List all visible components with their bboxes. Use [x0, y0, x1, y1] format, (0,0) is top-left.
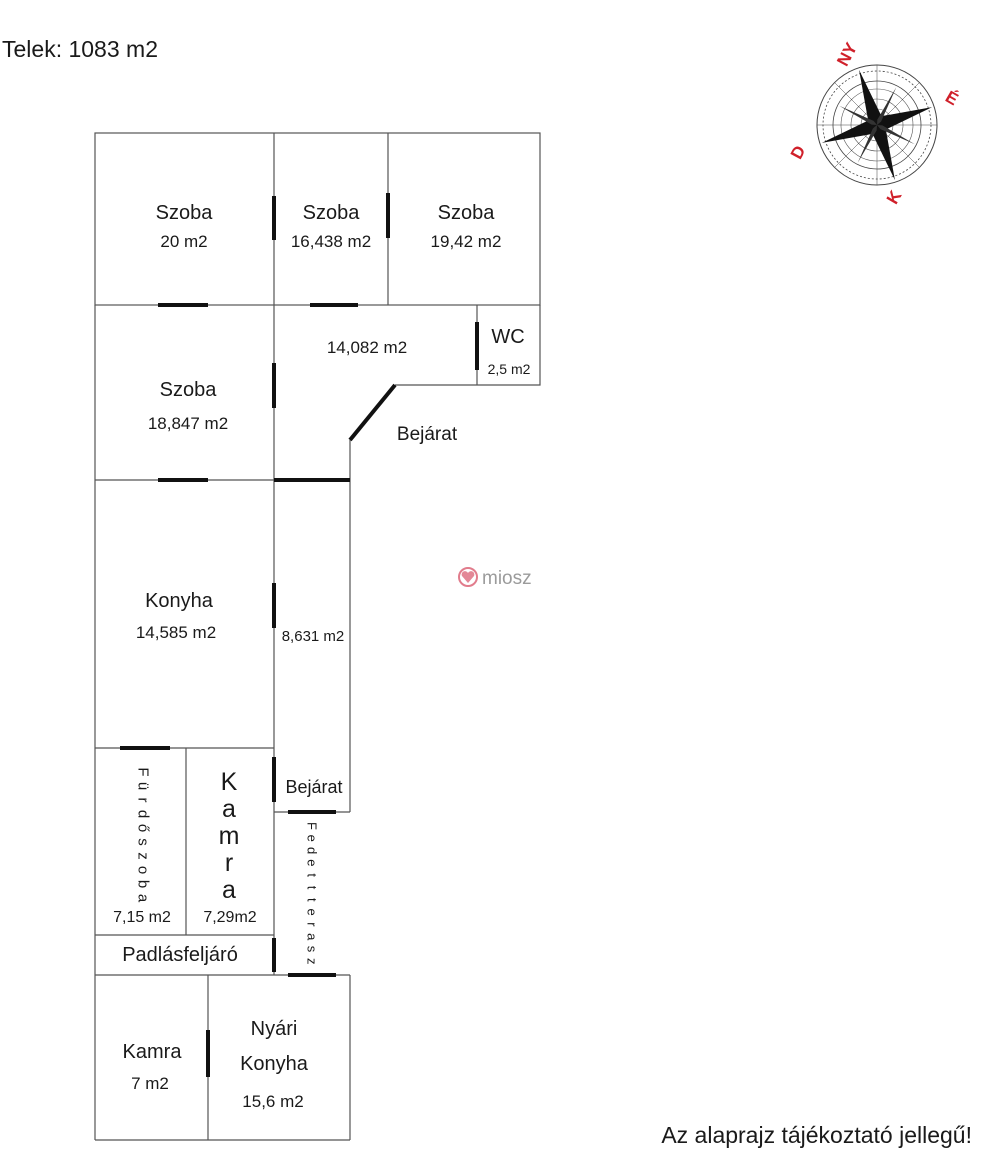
entrance-door	[348, 383, 397, 442]
disclaimer-text: Az alaprajz tájékoztató jellegű!	[661, 1122, 972, 1148]
vertical-label-letter: t	[305, 898, 320, 902]
vertical-label-letter: a	[222, 795, 236, 823]
room-area-furdoszoba: 7,15 m2	[113, 909, 171, 926]
room-name-nyari-2: Konyha	[240, 1053, 309, 1075]
room-area-konyha: 14,585 m2	[136, 623, 216, 642]
room-area-kamra-1: 7,29m2	[203, 909, 256, 926]
room-name-nyari-1: Nyári	[251, 1018, 298, 1040]
vertical-label-letter: ő	[135, 824, 152, 832]
watermark-text: miosz	[482, 568, 532, 589]
vertical-label-letter: a	[135, 894, 152, 903]
compass-label-e: É	[942, 87, 961, 109]
vertical-label-letter: e	[305, 859, 320, 866]
room-area-szoba-2: 16,438 m2	[291, 232, 371, 251]
vertical-label-letter: e	[305, 835, 320, 842]
vertical-label-letter: d	[135, 810, 152, 818]
room-area-szoba-4: 18,847 m2	[148, 414, 228, 433]
compass-label-d: D	[787, 143, 810, 163]
watermark: miosz	[458, 567, 532, 589]
vertical-label-letter: m	[219, 822, 240, 850]
watermark-heart-icon	[461, 571, 475, 583]
room-area-hall: 14,082 m2	[327, 338, 407, 357]
room-area-wc: 2,5 m2	[488, 361, 531, 377]
vertical-label-letter: s	[305, 946, 320, 953]
room-name-padlasfeljaro: Padlásfeljáró	[122, 944, 238, 966]
room-area-kamra-2: 7 m2	[131, 1074, 169, 1093]
vertical-label-letter: F	[135, 767, 152, 776]
room-name-wc: WC	[491, 326, 524, 348]
vertical-label-letter: z	[305, 958, 320, 965]
vertical-label-letter: a	[305, 933, 320, 941]
vertical-label-letter: z	[135, 852, 152, 860]
room-name-konyha: Konyha	[145, 590, 214, 612]
room-name-szoba-1: Szoba	[156, 202, 214, 224]
vertical-label-letter: b	[135, 880, 152, 888]
plot-area-text: Telek: 1083 m2	[2, 36, 158, 62]
room-name-szoba-4: Szoba	[160, 379, 218, 401]
room-area-szoba-3: 19,42 m2	[431, 232, 502, 251]
vertical-label-letter: r	[305, 922, 320, 927]
vertical-label-letter: o	[135, 866, 152, 874]
vertical-label-letter: r	[135, 798, 152, 803]
room-name-szoba-2: Szoba	[303, 202, 361, 224]
vertical-label-letter: s	[135, 838, 152, 846]
compass-label-k: K	[883, 187, 906, 208]
room-area-szoba-1: 20 m2	[160, 232, 207, 251]
entrance-label-2: Bejárat	[285, 777, 342, 797]
room-name-kamra-1: Kamra	[219, 768, 240, 904]
compass-star-icon	[821, 69, 933, 181]
room-name-szoba-3: Szoba	[438, 202, 496, 224]
compass-label-ny: NY	[833, 39, 861, 69]
vertical-label-letter: e	[305, 908, 320, 915]
wall	[395, 305, 541, 386]
room-name-kamra-2: Kamra	[123, 1041, 183, 1063]
entrance-label-1: Bejárat	[397, 424, 458, 445]
room-area-corridor: 8,631 m2	[282, 628, 345, 645]
watermark-logo-icon	[458, 567, 478, 587]
vertical-label-letter: r	[225, 849, 233, 877]
vertical-label-letter: F	[305, 822, 320, 830]
vertical-label-letter: d	[305, 847, 320, 854]
vertical-label-letter: t	[305, 886, 320, 890]
vertical-label-letter: a	[222, 876, 236, 904]
doors	[120, 193, 479, 1077]
room-area-nyari: 15,6 m2	[242, 1092, 303, 1111]
compass-rose: NY É K D	[787, 39, 962, 207]
vertical-label-letter: K	[221, 768, 238, 796]
vertical-label-letter: t	[305, 873, 320, 877]
vertical-label-letter: ü	[135, 782, 152, 790]
